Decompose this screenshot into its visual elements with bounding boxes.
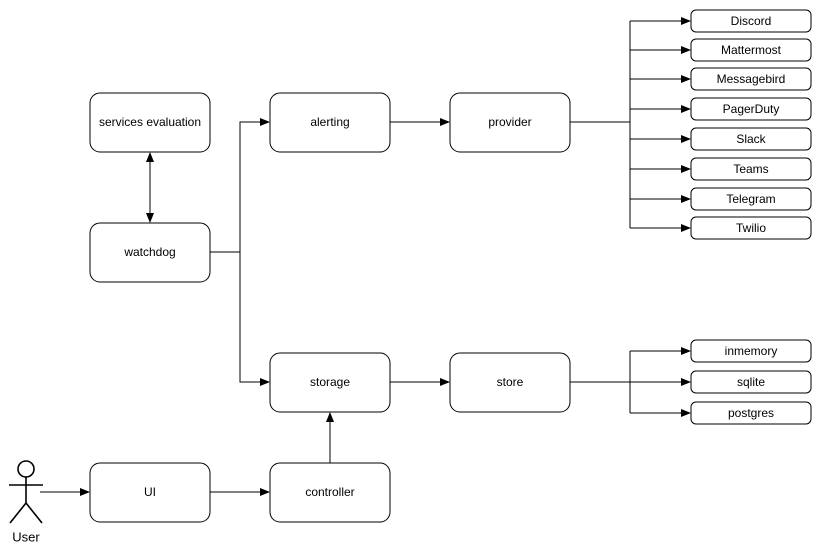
actor-user: User [9, 460, 43, 544]
node-store[interactable]: store [449, 352, 571, 413]
provider-target-label: Messagebird [717, 72, 786, 86]
provider-target-mattermost[interactable]: Mattermost [690, 38, 812, 62]
provider-target-twilio[interactable]: Twilio [690, 216, 812, 240]
node-label: UI [144, 485, 156, 499]
arrow-head-alerting [260, 118, 270, 126]
arrow-head-down [146, 213, 154, 223]
arrow-head-up [146, 152, 154, 162]
node-controller[interactable]: controller [269, 462, 391, 523]
arrow-head-store [440, 378, 450, 386]
provider-target-telegram[interactable]: Telegram [690, 187, 812, 211]
provider-target-label: Slack [736, 132, 766, 146]
store-target-label: inmemory [725, 344, 778, 358]
provider-target-discord[interactable]: Discord [690, 9, 812, 33]
edge-ui-controller [210, 488, 270, 496]
actor-label: User [12, 529, 40, 544]
provider-target-label: Discord [731, 14, 772, 28]
node-storage[interactable]: storage [269, 352, 391, 413]
edge-user-ui [40, 488, 90, 496]
provider-target-label: Twilio [736, 221, 766, 235]
node-alerting[interactable]: alerting [269, 92, 391, 153]
edge-watchdog-services-evaluation [146, 152, 154, 223]
arrow-head-controller [260, 488, 270, 496]
store-target-sqlite[interactable]: sqlite [690, 370, 812, 394]
store-target-label: sqlite [737, 375, 765, 389]
edge-storage-store [390, 378, 450, 386]
node-label: watchdog [123, 245, 175, 259]
node-label: services evaluation [99, 115, 201, 129]
provider-target-label: Mattermost [721, 43, 782, 57]
provider-target-label: PagerDuty [723, 102, 780, 116]
provider-target-teams[interactable]: Teams [690, 157, 812, 181]
node-label: storage [310, 375, 350, 389]
edge-controller-storage [326, 412, 334, 463]
actor-head-icon [17, 460, 35, 478]
node-label: alerting [310, 115, 349, 129]
node-watchdog[interactable]: watchdog [89, 222, 211, 283]
store-target-postgres[interactable]: postgres [690, 401, 812, 425]
arrow-head-storage-bottom [326, 412, 334, 422]
node-label: controller [305, 485, 354, 499]
provider-target-label: Telegram [726, 192, 775, 206]
edge-watchdog-storage [239, 252, 270, 386]
node-label: store [497, 375, 524, 389]
edge-layer [40, 17, 691, 496]
node-ui[interactable]: UI [89, 462, 211, 523]
edge-watchdog-alerting [210, 118, 270, 253]
arrow-head-ui [80, 488, 90, 496]
edge-store-fanout [570, 347, 691, 417]
edge-alerting-provider [390, 118, 450, 126]
actor-leg-right [25, 502, 43, 524]
store-target-inmemory[interactable]: inmemory [690, 339, 812, 363]
arrow-head-storage [260, 378, 270, 386]
node-services-evaluation[interactable]: services evaluation [89, 92, 211, 153]
node-provider[interactable]: provider [449, 92, 571, 153]
arrow-head-provider [440, 118, 450, 126]
store-target-label: postgres [728, 406, 774, 420]
actor-leg-left [9, 502, 27, 524]
node-label: provider [488, 115, 531, 129]
provider-target-pagerduty[interactable]: PagerDuty [690, 97, 812, 121]
provider-target-label: Teams [733, 162, 768, 176]
provider-target-slack[interactable]: Slack [690, 127, 812, 151]
edge-provider-fanout [570, 17, 691, 232]
provider-target-messagebird[interactable]: Messagebird [690, 67, 812, 91]
